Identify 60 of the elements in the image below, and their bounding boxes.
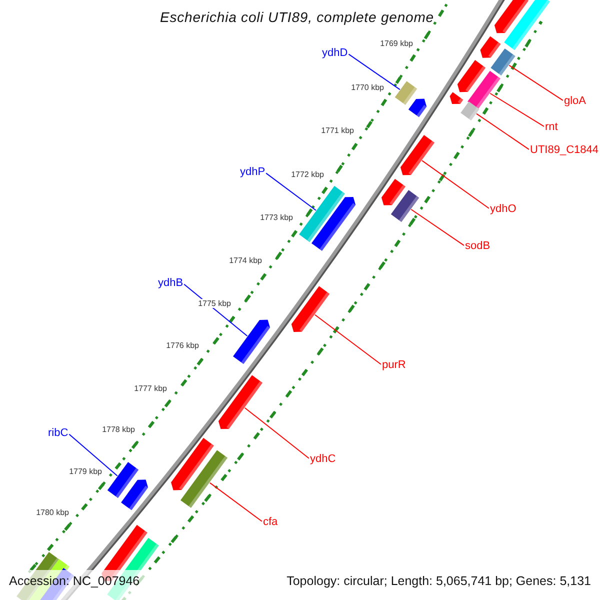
gene-label: UTI89_C1844 — [530, 144, 598, 156]
gene-label: gloA — [564, 95, 586, 107]
position-label: 1772 kbp — [290, 170, 325, 179]
gene-label: ydhP — [240, 166, 266, 178]
gene-feature — [107, 462, 139, 498]
gene-feature — [180, 450, 228, 508]
gene-feature — [450, 92, 464, 104]
gene-feature — [299, 186, 345, 242]
position-label: 1779 kbp — [68, 467, 103, 476]
leader-line — [209, 482, 262, 522]
gene-label: purR — [382, 359, 406, 371]
gene-label: ydhB — [158, 277, 184, 289]
gene-feature — [494, 0, 528, 34]
position-label: 1778 kbp — [101, 425, 136, 434]
leader-line — [508, 64, 564, 101]
gene-label: ribC — [48, 427, 68, 439]
leader-line — [410, 208, 464, 246]
gene-label: ydhO — [490, 203, 516, 215]
gene-label: ydhD — [322, 47, 348, 59]
leader-line — [68, 434, 118, 476]
gene-label: ydhC — [310, 453, 336, 465]
genome-info-text: Topology: circular; Length: 5,065,741 bp; Genes: 5,131 — [286, 574, 591, 588]
leader-line — [348, 54, 400, 90]
leader-line — [244, 407, 310, 459]
gene-feature — [400, 135, 434, 176]
accession-text: Accession: NC_007946 — [9, 574, 140, 588]
leader-line — [314, 314, 382, 365]
position-label: 1773 kbp — [259, 213, 294, 222]
gene-feature — [504, 0, 550, 50]
leader-line — [490, 92, 544, 127]
gene-feature — [468, 70, 500, 110]
position-label: 1771 kbp — [320, 126, 355, 135]
position-label: 1775 kbp — [197, 299, 232, 308]
gene-feature — [408, 98, 427, 118]
position-label: 1769 kbp — [379, 39, 414, 48]
gene-feature — [390, 190, 420, 222]
position-label: 1774 kbp — [228, 256, 263, 265]
gene-feature — [394, 81, 418, 105]
gene-feature — [291, 286, 330, 332]
gene-feature — [233, 320, 270, 364]
gene-feature — [218, 375, 263, 430]
gene-feature — [480, 36, 501, 58]
gene-label: rnt — [545, 121, 558, 133]
leader-line — [476, 113, 530, 150]
title: Escherichia coli UTI89, complete genome — [160, 9, 434, 25]
gene-feature — [457, 60, 486, 92]
gene-feature — [171, 438, 214, 490]
gene-feature — [381, 178, 406, 206]
position-label: 1777 kbp — [133, 384, 168, 393]
gene-feature — [121, 480, 148, 510]
gene-label: cfa — [263, 516, 278, 528]
gene-label: sodB — [465, 240, 490, 252]
gene-feature — [311, 196, 356, 251]
position-label: 1780 kbp — [35, 508, 70, 517]
gene-feature — [490, 48, 516, 76]
position-label: 1770 kbp — [350, 83, 385, 92]
gene-feature — [460, 102, 480, 120]
leader-line — [266, 172, 316, 211]
leader-line — [422, 160, 490, 209]
position-label: 1776 kbp — [165, 341, 200, 350]
